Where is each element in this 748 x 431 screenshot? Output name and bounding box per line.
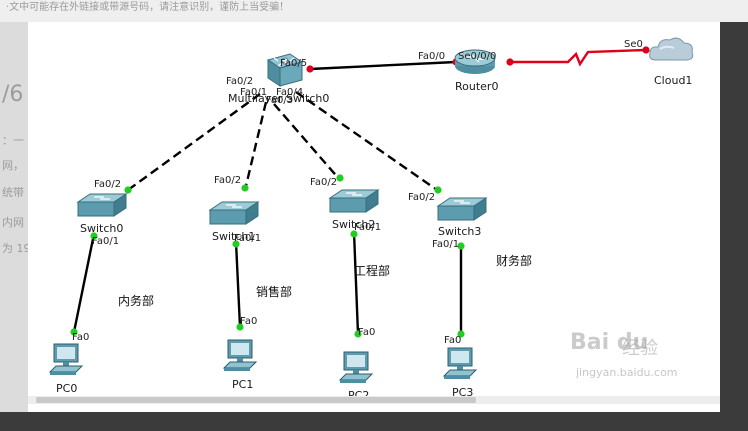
port-label: Se0/0/0 — [458, 51, 497, 62]
port-label: Fa0/1 — [92, 236, 120, 247]
port-label: Fa0/4 — [276, 87, 304, 98]
link-switch0-pc0 — [72, 233, 96, 333]
link-switch1-pc1 — [234, 241, 242, 328]
horizontal-scrollbar[interactable] — [28, 396, 720, 404]
pc-icon — [222, 339, 258, 371]
router[interactable] — [452, 46, 498, 78]
pc3-label: PC3 — [452, 386, 474, 399]
status-dot-pc1 — [236, 323, 244, 331]
switch1[interactable] — [208, 200, 260, 228]
port-label: Fa0/2 — [310, 177, 338, 188]
port-label: Fa0 — [72, 332, 90, 343]
status-dot-s1-up — [241, 184, 249, 192]
status-dot-pc0 — [70, 328, 78, 336]
pc3[interactable] — [442, 346, 480, 382]
status-dot-pc3 — [457, 330, 465, 338]
status-dot-router-se — [506, 58, 514, 66]
port-label: Fa0/3 — [266, 95, 294, 106]
department-note: 财务部 — [496, 254, 533, 268]
pc1[interactable] — [222, 338, 260, 374]
multilayer-switch-icon — [266, 53, 304, 87]
port-label: Fa0/2 — [226, 76, 254, 87]
link-ml-switch2 — [273, 103, 341, 181]
port-label: Fa0 — [444, 335, 462, 346]
status-dot-s3-down — [457, 242, 465, 250]
router-label: Router0 — [455, 80, 499, 93]
switch2[interactable] — [328, 188, 380, 216]
switch-icon — [208, 201, 260, 225]
status-dot-s2-down — [350, 230, 358, 238]
switch3-label: Switch3 — [438, 225, 482, 238]
article-snippet: 网， — [2, 159, 24, 172]
watermark-url: jingyan.baidu.com — [576, 366, 678, 379]
multilayer-switch[interactable] — [264, 52, 304, 88]
multilayer-switch-label: Multilayer Switch0 — [228, 92, 330, 105]
switch3[interactable] — [436, 196, 488, 224]
port-label: Fa0/5 — [280, 58, 308, 69]
cloud-label: Cloud1 — [654, 74, 693, 87]
status-dot-s0-down — [90, 232, 98, 240]
pc2[interactable] — [338, 350, 376, 386]
port-label: Fa0/2 — [94, 179, 122, 190]
background-article-edge: /6 ：一 网， 统带 内网 为 19 — [0, 22, 31, 412]
article-snippet: 为 19 — [2, 242, 31, 255]
status-dot-s1-down — [232, 240, 240, 248]
link-ml-router — [309, 60, 457, 71]
watermark-text: 经验 — [622, 338, 658, 359]
link-ml-switch1 — [243, 101, 268, 191]
pc0-label: PC0 — [56, 382, 78, 395]
watermark: Bai du 经验 jingyan.baidu.com — [570, 330, 720, 390]
router-icon — [454, 49, 496, 74]
port-label: Fa0 — [240, 316, 258, 327]
port-label: Fa0 — [358, 327, 376, 338]
switch0-label: Switch0 — [80, 222, 124, 235]
status-dot-s2-up — [336, 174, 344, 182]
browser-notice-strip: ·文中可能存在外链接或带源号码，请注意识别，谨防上当受骗！ — [0, 0, 748, 22]
switch-icon — [76, 193, 128, 217]
article-snippet: 内网 — [2, 216, 24, 229]
switch-icon — [436, 197, 488, 221]
switch-icon — [328, 189, 380, 213]
article-snippet: 统带 — [2, 186, 24, 199]
port-label: Se0 — [624, 39, 643, 50]
cloud-icon — [649, 37, 694, 61]
port-label: Fa0/0 — [418, 51, 446, 62]
port-label: Fa0/1 — [354, 222, 382, 233]
link-router-cloud — [510, 48, 647, 67]
topology-links — [70, 46, 650, 338]
switch1-label: Switch1 — [212, 230, 256, 243]
cloud[interactable] — [646, 34, 696, 66]
switch0[interactable] — [76, 192, 128, 220]
status-dot-cloud-se0 — [642, 46, 650, 54]
status-dot-s3-up — [434, 186, 442, 194]
background-dark-edge-bottom — [0, 412, 748, 431]
article-snippet: ：一 — [2, 134, 24, 147]
pc-icon — [48, 343, 84, 375]
pc1-label: PC1 — [232, 378, 254, 391]
pc-icon — [442, 347, 478, 379]
scrollbar-thumb[interactable] — [36, 397, 476, 403]
port-label: Fa0/2 — [408, 192, 436, 203]
topology-canvas[interactable]: Multilayer Switch0 Router0 Cloud1 Switch… — [28, 22, 720, 412]
status-dot-pc2 — [354, 330, 362, 338]
pc-icon — [338, 351, 374, 383]
department-note: 工程部 — [354, 264, 391, 278]
port-label: Fa0/2 — [214, 175, 242, 186]
department-note: 销售部 — [256, 285, 293, 299]
watermark-logo: Bai du — [570, 330, 649, 355]
port-label: Fa0/1 — [432, 239, 460, 250]
article-snippet: /6 — [2, 82, 24, 107]
status-dot-ml-fa05 — [306, 65, 314, 73]
link-switch2-pc2 — [352, 231, 360, 335]
link-ml-switch3 — [295, 91, 441, 193]
port-label: Fa0/1 — [240, 87, 268, 98]
background-dark-edge — [720, 22, 748, 412]
department-note: 内务部 — [118, 294, 155, 308]
status-dot-s0-up — [124, 186, 132, 194]
port-label: Fa0/1 — [234, 233, 262, 244]
pc0[interactable] — [48, 342, 86, 378]
switch2-label: Switch2 — [332, 218, 376, 231]
